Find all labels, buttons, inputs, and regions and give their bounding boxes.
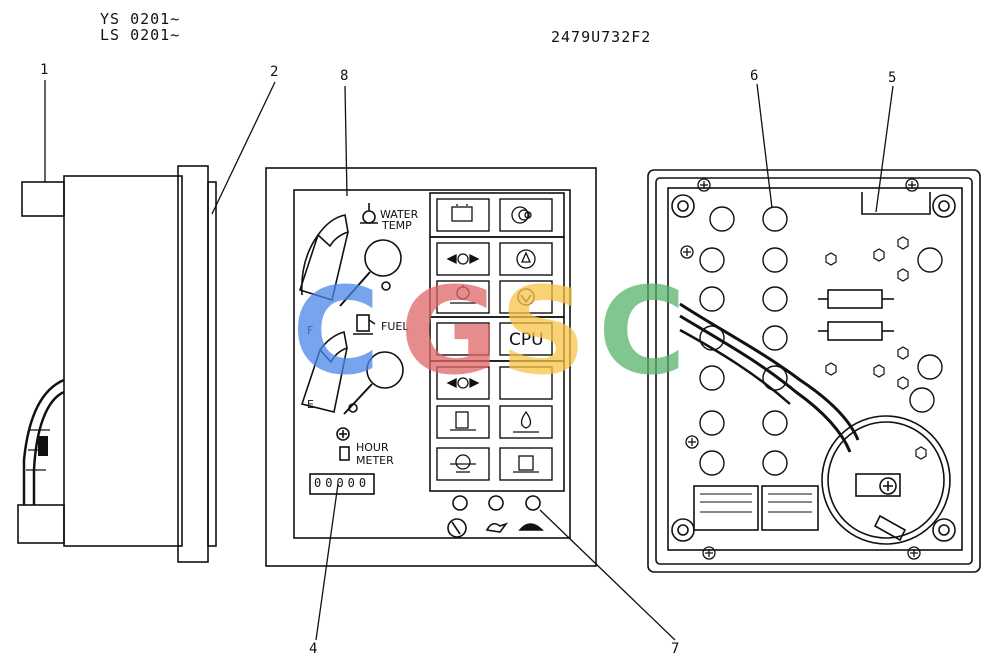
callout-1: 1 <box>40 62 49 78</box>
callout-5: 5 <box>888 70 897 86</box>
watermark-letter-c2: C <box>598 263 687 402</box>
callout-7: 7 <box>671 641 680 657</box>
hour-meter-label-2: METER <box>356 454 394 467</box>
fuel-full-mark: F <box>307 324 314 337</box>
back-view-pcb <box>647 169 981 573</box>
callout-8: 8 <box>340 68 349 84</box>
serial-range-ls: LS 0201~ <box>100 26 181 44</box>
hour-meter-label-1: HOUR <box>356 441 389 454</box>
fuel-label: FUEL <box>381 320 409 333</box>
cpu-label: CPU <box>509 330 544 350</box>
water-temp-label-2: TEMP <box>382 219 412 232</box>
callout-2: 2 <box>270 64 279 80</box>
watermark-letter-s: S <box>500 263 587 402</box>
front-panel <box>265 167 597 567</box>
fuel-empty-mark: E <box>307 398 314 411</box>
side-view-housing <box>17 165 217 563</box>
leader-lines <box>44 80 894 641</box>
water-temp-label-1: WATER <box>380 208 419 221</box>
watermark-letter-c1: C <box>292 263 381 402</box>
serial-range-ys: YS 0201~ <box>100 10 181 28</box>
hour-meter-digits: 00000 <box>314 476 371 490</box>
part-number: 2479U732F2 <box>551 28 652 46</box>
callout-6: 6 <box>750 68 759 84</box>
callout-4: 4 <box>309 641 318 657</box>
watermark-letter-g: G <box>400 263 499 402</box>
